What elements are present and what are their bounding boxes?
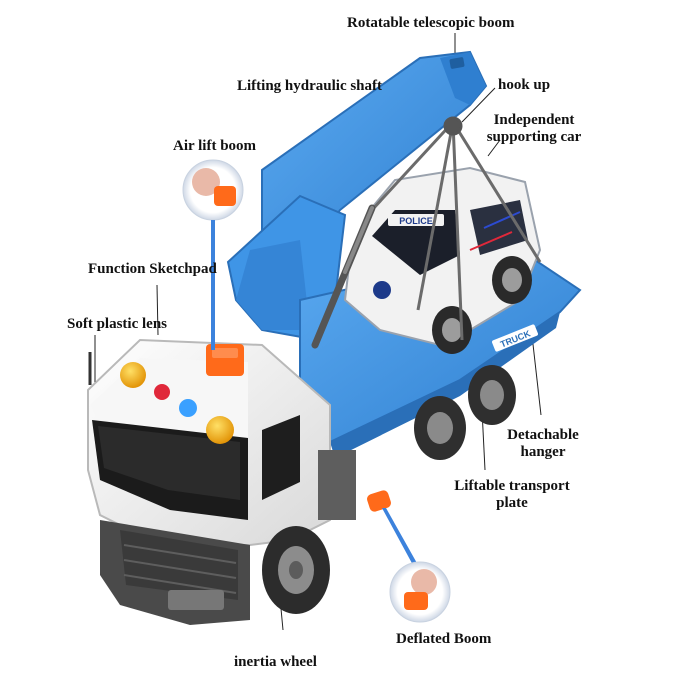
hydraulic-shaft <box>311 204 376 349</box>
rear-wheels <box>414 365 516 460</box>
label-detachable-hanger-line2: hanger <box>520 444 566 460</box>
label-supporting-car-line2: supporting car <box>486 129 582 145</box>
boom-assembly <box>226 50 488 342</box>
yellow-light-icon <box>120 362 146 388</box>
deflated-boom-callout <box>382 508 451 623</box>
blue-button-icon <box>179 399 197 417</box>
label-function-sketchpad: Function Sketchpad <box>88 261 217 277</box>
label-detachable-hanger: Detachable hanger <box>500 427 586 461</box>
label-inertia-wheel: inertia wheel <box>234 654 317 670</box>
label-soft-plastic-lens: Soft plastic lens <box>67 316 168 332</box>
red-button-icon <box>154 384 170 400</box>
truck-cab <box>87 338 391 625</box>
police-decal: POLICE <box>399 216 433 226</box>
label-liftable-plate: Liftable transport plate <box>440 478 584 512</box>
label-deflated-boom: Deflated Boom <box>396 631 492 647</box>
label-supporting-car: Independent supporting car <box>478 112 590 146</box>
air-lift-callout <box>182 159 244 350</box>
label-hydraulic-shaft: Lifting hydraulic shaft <box>237 78 383 94</box>
label-air-lift-boom: Air lift boom <box>173 138 257 154</box>
label-detachable-hanger-line1: Detachable <box>507 427 579 443</box>
label-liftable-plate-line1: Liftable transport <box>454 478 570 494</box>
hook-and-cables <box>370 116 542 341</box>
label-rotatable-boom: Rotatable telescopic boom <box>347 15 515 31</box>
label-liftable-plate-line2: plate <box>496 495 528 511</box>
label-hook-up: hook up <box>498 77 551 93</box>
label-supporting-car-line1: Independent <box>493 112 575 128</box>
yellow-light-icon <box>206 416 234 444</box>
police-car: POLICE <box>343 166 542 354</box>
